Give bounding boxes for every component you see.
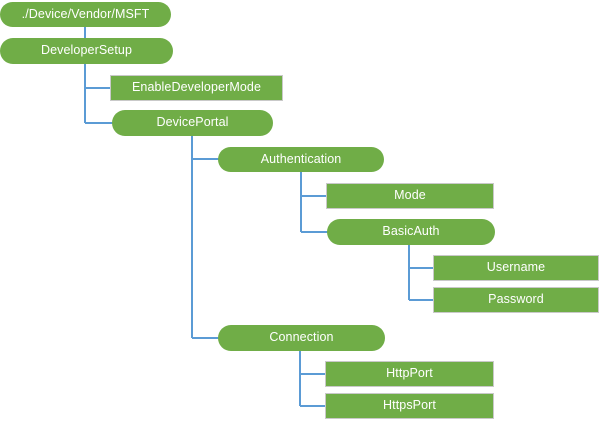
tree-node-httpport[interactable]: HttpPort <box>325 361 494 387</box>
tree-node-label: Mode <box>394 188 426 203</box>
tree-node-mode[interactable]: Mode <box>326 183 494 209</box>
tree-node-label: HttpsPort <box>383 398 436 413</box>
tree-node-label: Authentication <box>260 151 342 166</box>
tree-node-label: BasicAuth <box>382 224 440 239</box>
tree-node-label: HttpPort <box>386 366 433 381</box>
tree-node-root[interactable]: ./Device/Vendor/MSFT <box>0 2 171 27</box>
tree-node-enabledevelopermode[interactable]: EnableDeveloperMode <box>110 75 283 101</box>
tree-node-authentication[interactable]: Authentication <box>218 147 384 172</box>
tree-node-username[interactable]: Username <box>433 255 599 281</box>
tree-node-label: DevicePortal <box>156 115 229 130</box>
tree-node-connection[interactable]: Connection <box>218 325 385 351</box>
tree-node-httpsport[interactable]: HttpsPort <box>325 393 494 419</box>
tree-node-label: Username <box>486 260 546 275</box>
tree-node-label: Connection <box>269 330 334 345</box>
tree-node-password[interactable]: Password <box>433 287 599 313</box>
tree-node-label: ./Device/Vendor/MSFT <box>21 6 150 21</box>
tree-node-basicauth[interactable]: BasicAuth <box>327 219 495 245</box>
tree-node-deviceportal[interactable]: DevicePortal <box>112 110 273 136</box>
tree-node-developersetup[interactable]: DeveloperSetup <box>0 38 173 64</box>
tree-node-label: EnableDeveloperMode <box>131 80 262 95</box>
tree-node-label: Password <box>488 292 544 307</box>
tree-node-label: DeveloperSetup <box>40 43 133 58</box>
